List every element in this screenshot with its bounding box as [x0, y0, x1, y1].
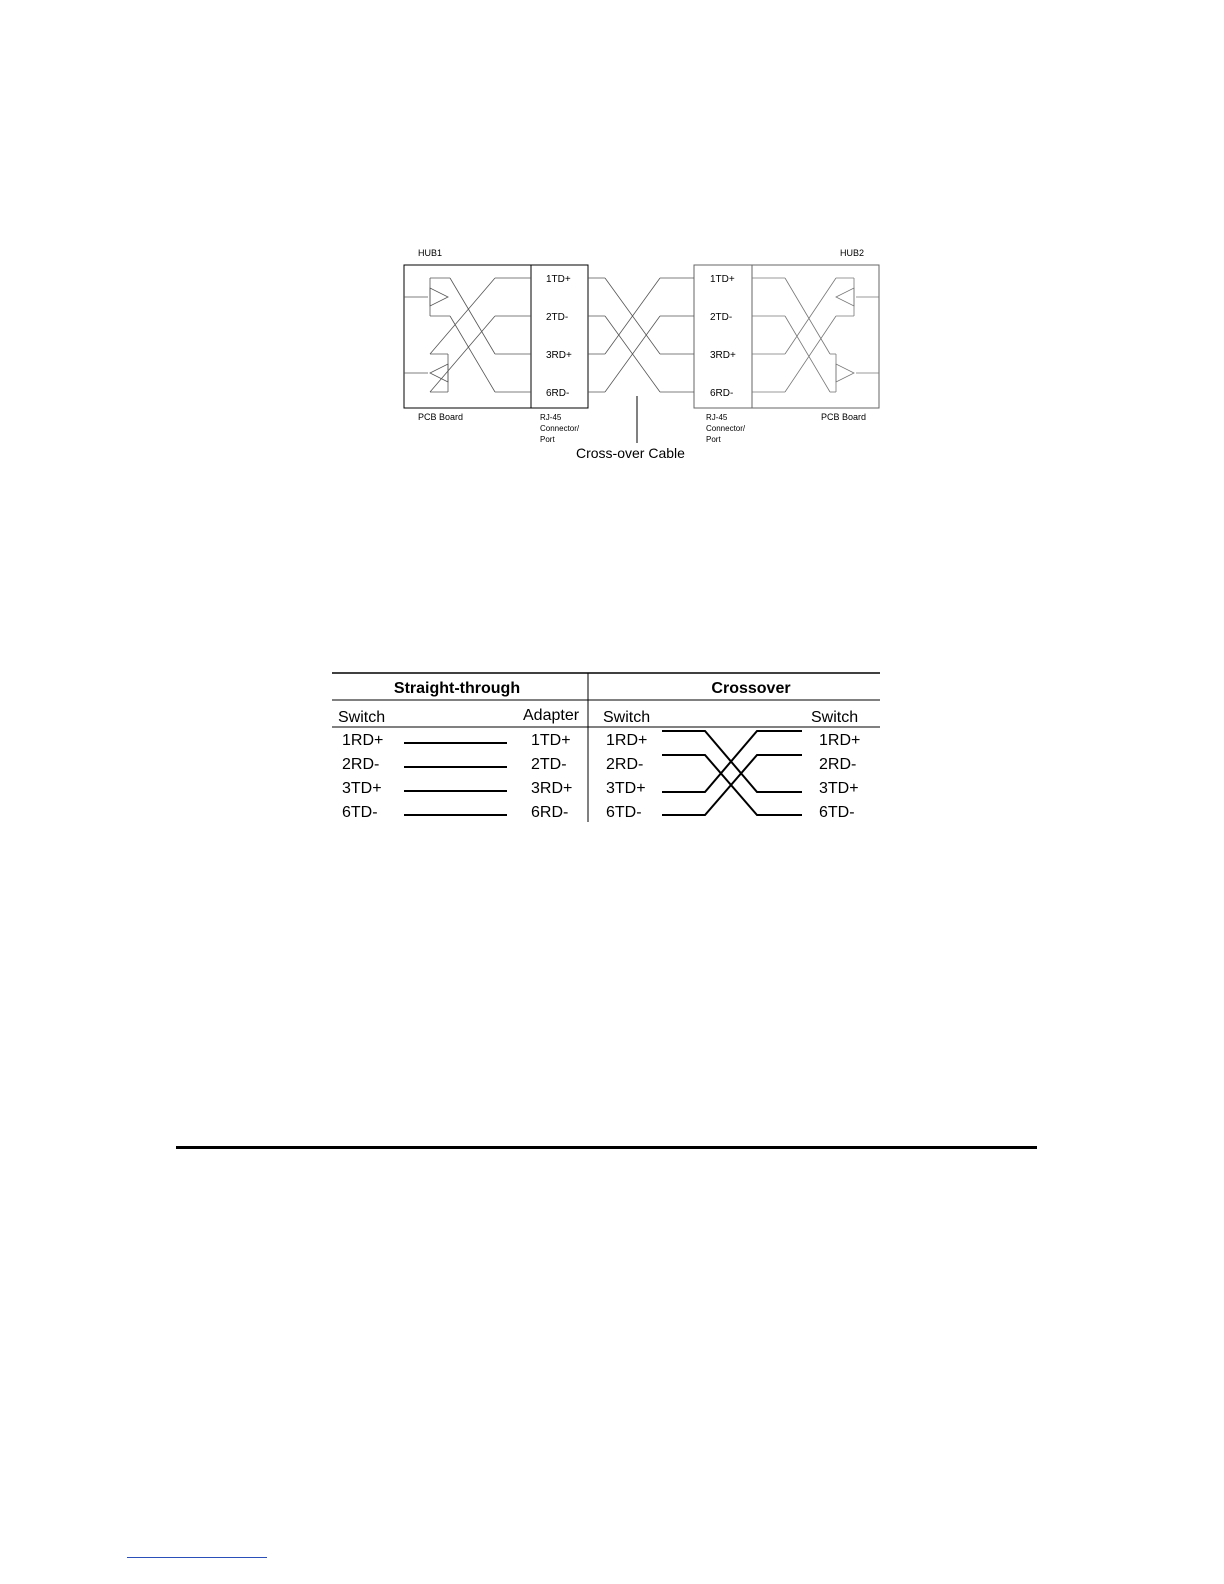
crossover-wires	[662, 731, 802, 815]
crossover-right-pin-2: 2RD-	[819, 756, 856, 773]
straight-right-pin-6: 6RD-	[531, 804, 568, 821]
crossover-left-pin-1: 1RD+	[606, 732, 647, 749]
crossover-right-header: Switch	[811, 709, 858, 726]
straight-right-pin-1: 1TD+	[531, 732, 571, 749]
crossover-left-pin-2: 2RD-	[606, 756, 643, 773]
straight-left-pin-6: 6TD-	[342, 804, 378, 821]
straight-left-pin-1: 1RD+	[342, 732, 383, 749]
straight-through-wires	[404, 743, 507, 815]
straight-right-pin-3: 3RD+	[531, 780, 572, 797]
page-bottom-rule	[176, 1146, 1037, 1149]
crossover-left-pin-3: 3TD+	[606, 780, 646, 797]
straight-left-pin-2: 2RD-	[342, 756, 379, 773]
crossover-right-pin-1: 1RD+	[819, 732, 860, 749]
crossover-left-pin-6: 6TD-	[606, 804, 642, 821]
crossover-heading: Crossover	[711, 680, 790, 697]
crossover-right-pin-6: 6TD-	[819, 804, 855, 821]
straight-right-header: Adapter	[523, 707, 580, 724]
straight-right-pin-2: 2TD-	[531, 756, 567, 773]
straight-left-header: Switch	[338, 709, 385, 726]
footnote-rule	[127, 1557, 267, 1558]
crossover-right-pin-3: 3TD+	[819, 780, 859, 797]
crossover-left-header: Switch	[603, 709, 650, 726]
straight-through-heading: Straight-through	[394, 680, 520, 697]
straight-left-pin-3: 3TD+	[342, 780, 382, 797]
